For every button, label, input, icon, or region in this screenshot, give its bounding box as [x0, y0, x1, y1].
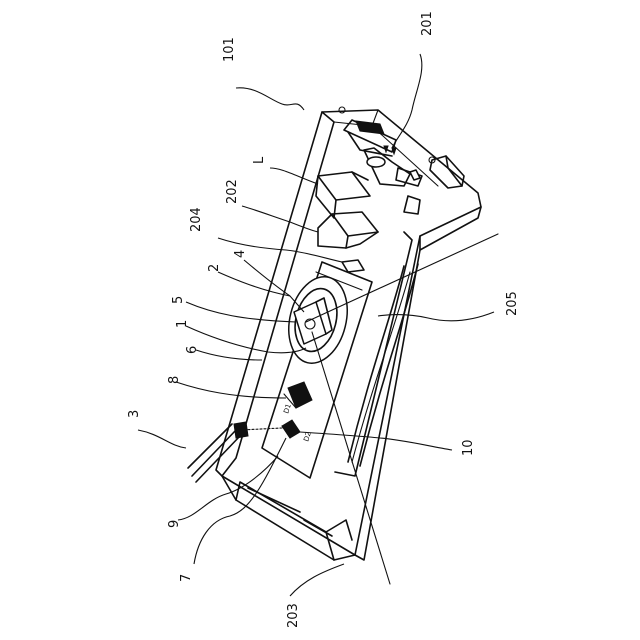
- label-10: 10: [461, 439, 476, 456]
- label-1: 1: [175, 320, 190, 328]
- label-2: 2: [207, 264, 222, 272]
- label-8: 8: [167, 376, 182, 384]
- label-202: 202: [225, 179, 240, 204]
- label-201: 201: [420, 11, 435, 36]
- label-101: 101: [222, 37, 237, 62]
- d1-text: D1: [282, 403, 293, 415]
- slot-204: [342, 260, 364, 272]
- cable-3: [188, 424, 240, 482]
- housing-outer: [216, 110, 481, 560]
- label-3: 3: [127, 410, 142, 418]
- block-202: [318, 212, 378, 248]
- label-9: 9: [167, 520, 182, 528]
- label-7: 7: [179, 574, 194, 582]
- label-6: 6: [185, 346, 200, 354]
- label-4: 4: [233, 250, 248, 258]
- label-205: 205: [505, 291, 520, 316]
- label-L: L: [252, 156, 267, 164]
- components-d1-d2: D1 D2: [234, 403, 313, 443]
- label-204: 204: [189, 207, 204, 232]
- L-block: [316, 172, 370, 218]
- label-5: 5: [171, 296, 186, 304]
- label-203: 203: [286, 603, 301, 628]
